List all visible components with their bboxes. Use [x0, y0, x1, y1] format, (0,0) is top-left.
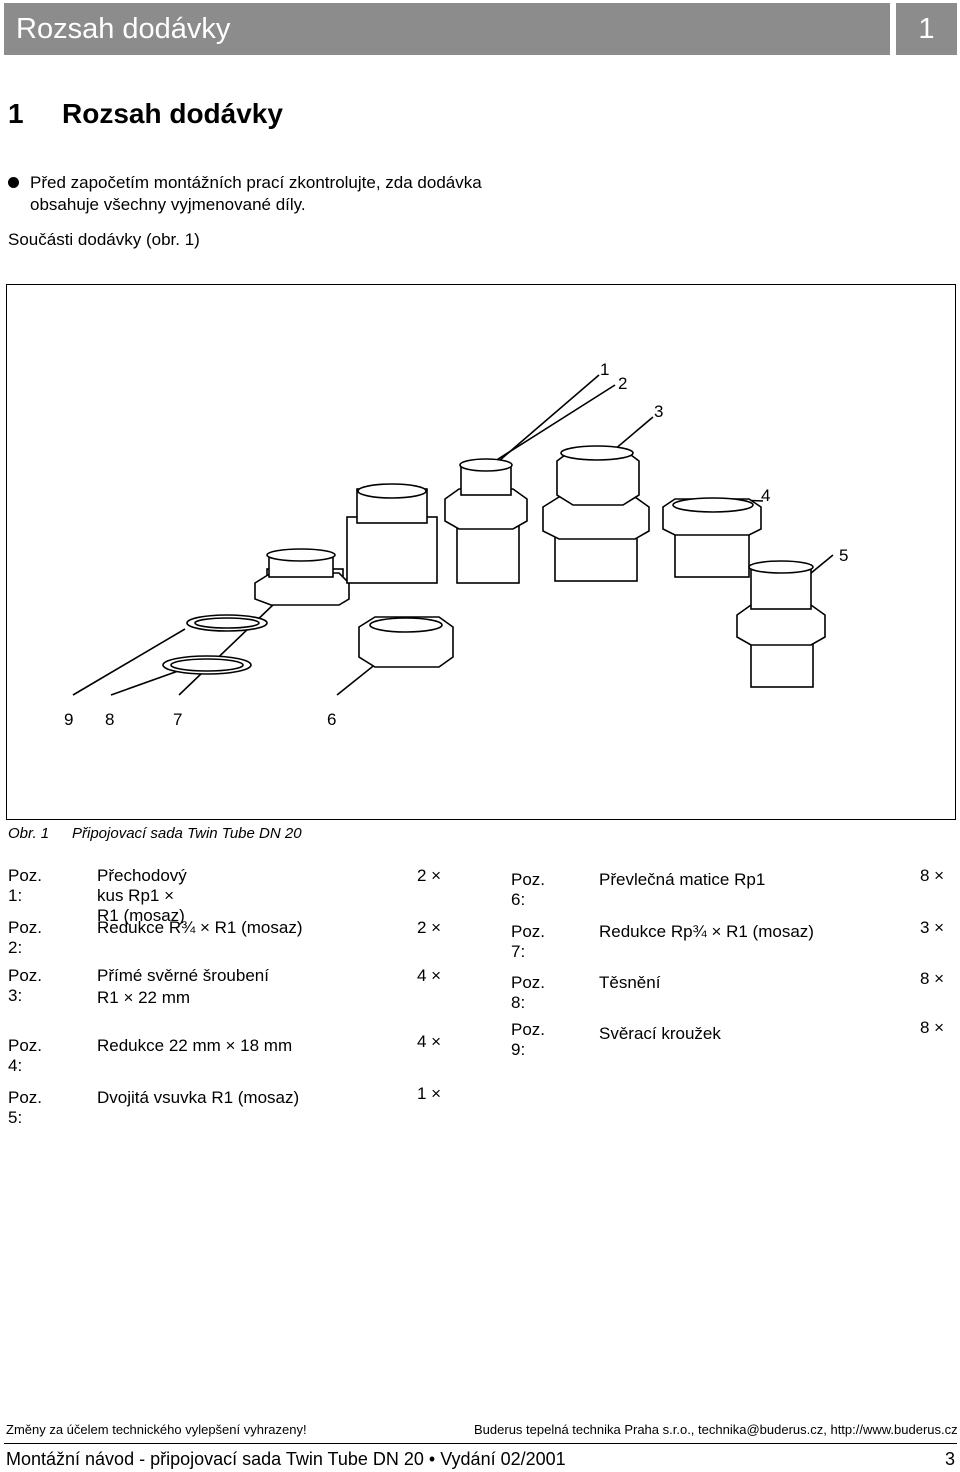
parts-title: Součásti dodávky (obr. 1)	[8, 230, 200, 249]
page-number: 3	[945, 1449, 956, 1469]
item-quantity: 8 ×	[920, 1018, 945, 1037]
caption-label: Obr. 1	[8, 825, 50, 842]
item-quantity: 2 ×	[417, 918, 442, 937]
figure-label-2: 2	[618, 374, 627, 393]
figure-label-7: 7	[173, 710, 182, 729]
bullet-text: Před započetím montážních prací zkontrol…	[30, 173, 482, 214]
item-position: Poz. 5:	[8, 1088, 43, 1127]
section-number: 1	[8, 98, 24, 129]
item-description: Přímé svěrné šroubení	[97, 966, 269, 985]
figure-label-6: 6	[327, 710, 336, 729]
footer-divider	[4, 1443, 957, 1444]
fittings-illustration: 1 2 3 4 5 6 7 8 9	[64, 360, 848, 729]
item-position: Poz. 4:	[8, 1036, 43, 1075]
item-quantity: 4 ×	[417, 966, 442, 985]
item-description: Převlečná matice Rp1	[599, 870, 766, 889]
figure-caption: Obr. 1 Připojovací sada Twin Tube DN 20	[8, 825, 302, 842]
item-description-line2: R1 × 22 mm	[97, 988, 191, 1007]
caption-text: Připojovací sada Twin Tube DN 20	[72, 825, 302, 842]
item-position: Poz. 8:	[511, 973, 546, 1012]
figure-label-9: 9	[64, 710, 73, 729]
item-position: Poz. 9:	[511, 1020, 546, 1059]
item-description: Redukce Rp¾ × R1 (mosaz)	[599, 922, 814, 941]
item-position: Poz. 1:	[8, 866, 43, 905]
instruction-bullet: Před započetím montážních prací zkontrol…	[8, 172, 490, 216]
figure-label-1: 1	[600, 360, 609, 379]
footer-company: Buderus tepelná technika Praha s.r.o., t…	[474, 1422, 958, 1437]
item-quantity: 8 ×	[920, 969, 945, 988]
item-position: Poz. 2:	[8, 918, 43, 957]
footer-disclaimer: Změny za účelem technického vylepšení vy…	[6, 1422, 307, 1437]
item-position: Poz. 6:	[511, 870, 546, 909]
item-description: Těsnění	[599, 973, 661, 992]
footer-document-title: Montážní návod - připojovací sada Twin T…	[6, 1449, 566, 1469]
section-heading: 1 Rozsah dodávky	[8, 98, 283, 130]
item-quantity: 2 ×	[417, 866, 442, 885]
item-description: Přechodový kus Rp1 × R1 (mosaz)	[97, 866, 187, 925]
figure-box: 1 2 3 4 5 6 7 8 9	[6, 284, 956, 820]
figure-label-4: 4	[761, 486, 770, 505]
item-position: Poz. 7:	[511, 922, 546, 961]
item-quantity: 1 ×	[417, 1084, 442, 1103]
item-description: Redukce 22 mm × 18 mm	[97, 1036, 293, 1055]
item-description: Redukce R¾ × R1 (mosaz)	[97, 918, 303, 937]
item-description: Dvojitá vsuvka R1 (mosaz)	[97, 1088, 300, 1107]
item-quantity: 4 ×	[417, 1032, 442, 1051]
item-description: Svěrací kroužek	[599, 1024, 721, 1043]
item-quantity: 3 ×	[920, 918, 945, 937]
figure-label-8: 8	[105, 710, 114, 729]
item-position: Poz. 3:	[8, 966, 43, 1005]
item-quantity: 8 ×	[920, 866, 945, 885]
header-title: Rozsah dodávky	[4, 3, 890, 55]
header-chapter-number: 1	[896, 3, 957, 55]
bullet-dot-icon	[8, 177, 19, 188]
section-title: Rozsah dodávky	[62, 98, 283, 129]
figure-label-5: 5	[839, 546, 848, 565]
figure-label-3: 3	[654, 402, 663, 421]
